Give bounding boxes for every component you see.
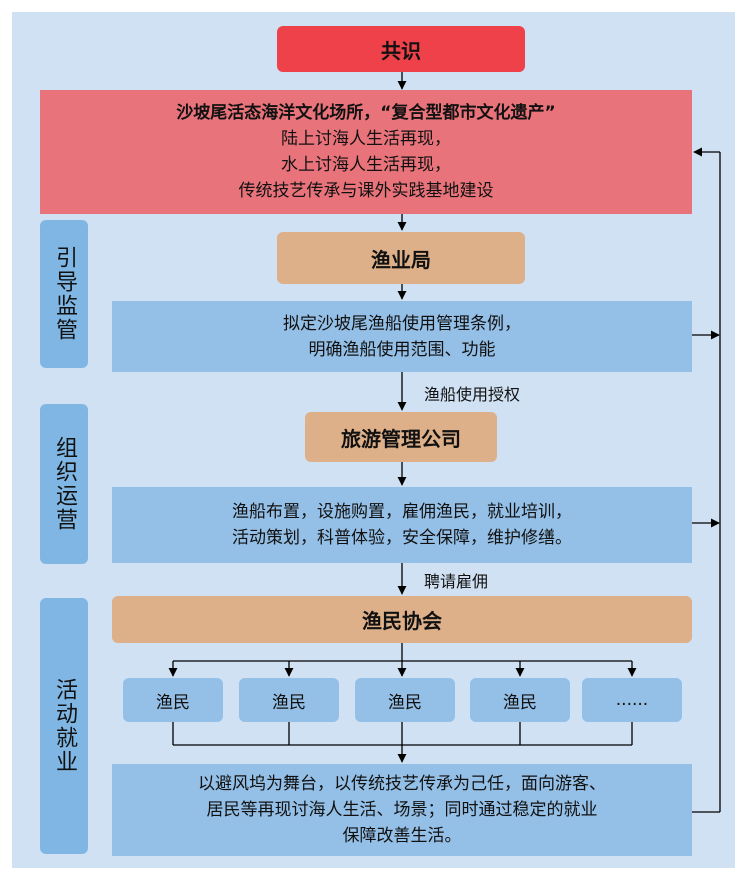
vision-line-3: 水上讨海人生活再现， [281, 155, 451, 175]
tourism-company-box: 旅游管理公司 [305, 412, 497, 462]
hire-label: 聘请雇佣 [424, 572, 489, 591]
section-label-guide: 引导监管 [40, 220, 88, 368]
fishery-bureau-duties: 拟定沙坡尾渔船使用管理条例， 明确渔船使用范围、功能 [112, 301, 692, 372]
fisherman-box-2: 渔民 [239, 678, 339, 722]
consensus-box: 共识 [277, 26, 525, 72]
fishermen-assoc-title: 渔民协会 [362, 609, 442, 633]
fisherman-box-3: 渔民 [355, 678, 455, 722]
vision-box: 沙坡尾活态海洋文化场所，“复合型都市文化遗产” 陆上讨海人生活再现， 水上讨海人… [40, 90, 692, 214]
tourism-company-title: 旅游管理公司 [341, 426, 461, 451]
tourism-company-duties: 渔船布置，设施购置，雇佣渔民，就业培训， 活动策划，科普体验，安全保障，维护修缮… [112, 487, 692, 563]
vision-line-4: 传统技艺传承与课外实践基地建设 [238, 181, 494, 201]
consensus-title: 共识 [381, 38, 421, 63]
section-label-organize: 组织运营 [40, 404, 88, 564]
fisherman-box-more: ...... [582, 678, 682, 722]
authorization-label: 渔船使用授权 [424, 385, 521, 404]
fisherman-box-1: 渔民 [123, 678, 223, 722]
vision-headline: 沙坡尾活态海洋文化场所，“复合型都市文化遗产” [176, 103, 556, 123]
fishery-bureau-title: 渔业局 [371, 247, 431, 272]
fishery-bureau-box: 渔业局 [277, 232, 525, 284]
section-label-activity: 活动就业 [40, 598, 88, 854]
fishermen-assoc-box: 渔民协会 [112, 596, 692, 643]
fisherman-box-4: 渔民 [470, 678, 570, 722]
vision-line-2: 陆上讨海人生活再现， [281, 129, 451, 149]
fishermen-outcome: 以避风坞为舞台，以传统技艺传承为己任，面向游客、 居民等再现讨海人生活、场景；同… [112, 764, 692, 856]
